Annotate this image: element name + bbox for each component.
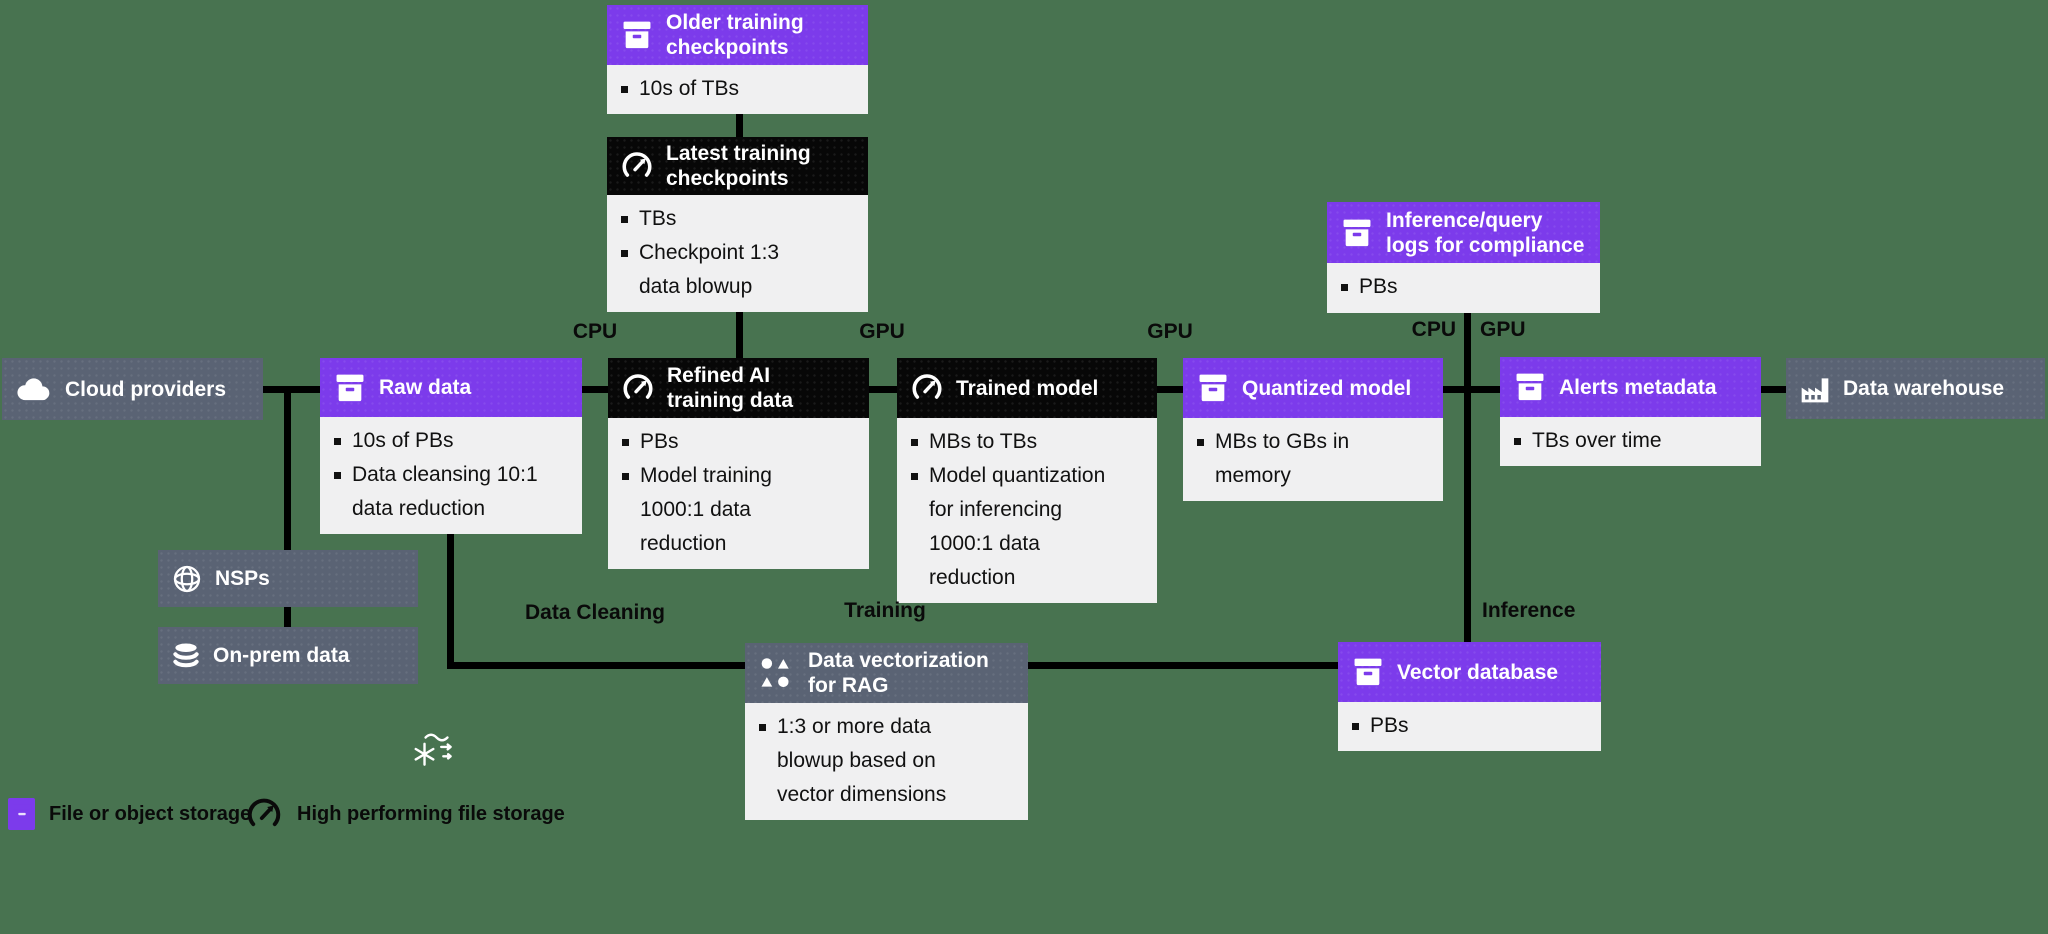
legend-high-performing-storage: High performing file storage	[245, 795, 565, 833]
label-gpu-training: GPU	[859, 320, 905, 343]
bullet-marker	[1197, 439, 1204, 446]
bullet-marker	[1352, 723, 1359, 730]
connector-trained-to-quantized	[1156, 386, 1184, 393]
bullet-marker	[334, 472, 341, 479]
bullet-text: TBs	[639, 207, 677, 230]
label-data-cleaning: Data Cleaning	[524, 601, 666, 624]
node-data-vectorization: Data vectorization for RAG 1:3 or more d…	[745, 643, 1028, 820]
node-alerts-metadata: Alerts metadata TBs over time	[1500, 357, 1761, 466]
bullet-text: Data cleansing 10:1 data reduction	[352, 463, 538, 520]
node-title: Trained model	[956, 376, 1099, 400]
bullet-marker	[1341, 284, 1348, 291]
vector-shapes-icon	[758, 655, 796, 691]
snowflake-wind-icon	[412, 729, 460, 769]
node-title: Latest training checkpoints	[666, 142, 811, 190]
node-title: Vector database	[1397, 660, 1559, 684]
bullet-text: PBs	[640, 430, 679, 453]
bullet-text: TBs over time	[1532, 429, 1662, 452]
node-title: NSPs	[215, 567, 270, 590]
connector-inference-vertical	[1464, 310, 1471, 644]
node-quantized-model: Quantized model MBs to GBs in memory	[1183, 358, 1443, 501]
bullet-text: Model quantization for inferencing 1000:…	[929, 464, 1106, 589]
archive-box-icon	[1351, 655, 1385, 689]
label-gpu-inference: GPU	[1480, 318, 1526, 341]
node-older-checkpoints: Older training checkpoints 10s of TBs	[607, 5, 868, 114]
bullet-marker	[621, 86, 628, 93]
gauge-icon	[910, 371, 944, 405]
bullet-text: MBs to TBs	[929, 430, 1038, 453]
node-title: Cloud providers	[65, 377, 227, 401]
connector-raw-down-vertical	[447, 529, 454, 669]
connector-latest-to-refined	[736, 303, 743, 360]
node-title: Older training checkpoints	[666, 11, 804, 59]
bullet-text: Model training 1000:1 data reduction	[640, 464, 772, 555]
bullet-marker	[622, 439, 629, 446]
connector-quantized-to-alerts	[1442, 386, 1501, 393]
archive-box-icon	[1196, 371, 1230, 405]
legend-label: File or object storage	[49, 802, 252, 825]
gauge-icon	[620, 149, 654, 183]
node-refined-ai-training-data: Refined AI training data PBs Model train…	[608, 358, 869, 569]
node-raw-data: Raw data 10s of PBs Data cleansing 10:1 …	[320, 358, 582, 534]
label-training: Training	[844, 599, 926, 622]
bullet-marker	[334, 438, 341, 445]
label-gpu-quantize: GPU	[1147, 320, 1193, 343]
node-trained-model: Trained model MBs to TBs Model quantizat…	[897, 358, 1157, 603]
database-icon	[171, 641, 201, 671]
bullet-text: 10s of PBs	[352, 429, 454, 452]
label-inference: Inference	[1482, 599, 1576, 622]
node-title: Alerts metadata	[1559, 375, 1717, 399]
globe-icon	[171, 563, 203, 595]
bullet-text: 1:3 or more data blowup based on vector …	[777, 715, 947, 806]
archive-box-icon	[8, 798, 35, 830]
legend-label: High performing file storage	[297, 802, 565, 825]
factory-icon	[1799, 374, 1831, 404]
archive-box-icon	[1340, 216, 1374, 250]
bullet-marker	[1514, 438, 1521, 445]
node-title: Data vectorization for RAG	[808, 649, 989, 697]
bullet-marker	[621, 216, 628, 223]
node-title: Raw data	[379, 376, 472, 399]
node-nsps: NSPs	[158, 550, 418, 607]
connector-alerts-to-warehouse	[1760, 386, 1787, 393]
bullet-marker	[622, 473, 629, 480]
bullet-marker	[911, 473, 918, 480]
connector-refined-to-trained	[868, 386, 898, 393]
node-title: Data warehouse	[1843, 377, 2005, 400]
node-vector-database: Vector database PBs	[1338, 642, 1601, 751]
bullet-text: PBs	[1370, 714, 1409, 737]
node-title: On-prem data	[213, 644, 350, 667]
label-cpu-inference: CPU	[1411, 318, 1456, 341]
archive-box-icon	[1513, 370, 1547, 404]
gauge-icon	[621, 371, 655, 405]
cloud-icon	[15, 375, 53, 403]
connector-raw-to-refined	[581, 386, 609, 393]
label-cpu-ingest: CPU	[572, 320, 618, 343]
bullet-marker	[621, 250, 628, 257]
node-on-prem-data: On-prem data	[158, 627, 418, 684]
node-title: Refined AI training data	[667, 364, 794, 412]
node-inference-query-logs: Inference/query logs for compliance PBs	[1327, 202, 1600, 313]
bullet-text: PBs	[1359, 275, 1398, 298]
bullet-text: MBs to GBs in memory	[1215, 430, 1350, 487]
bullet-text: 10s of TBs	[639, 77, 739, 100]
node-title: Inference/query logs for compliance	[1386, 208, 1585, 257]
connector-cloud-branch-vertical	[284, 387, 291, 628]
node-latest-checkpoints: Latest training checkpoints TBs Checkpoi…	[607, 137, 868, 312]
node-data-warehouse: Data warehouse	[1786, 358, 2045, 419]
gauge-icon	[245, 795, 283, 833]
node-title: Quantized model	[1242, 376, 1412, 400]
connector-cloud-to-raw	[263, 386, 321, 393]
archive-box-icon	[620, 18, 654, 52]
node-cloud-providers: Cloud providers	[2, 358, 263, 420]
connector-older-to-latest	[736, 110, 743, 139]
bullet-marker	[759, 724, 766, 731]
bullet-text: Checkpoint 1:3 data blowup	[639, 241, 780, 298]
legend-file-object-storage: File or object storage	[8, 798, 251, 830]
bullet-marker	[911, 439, 918, 446]
archive-box-icon	[333, 371, 367, 405]
